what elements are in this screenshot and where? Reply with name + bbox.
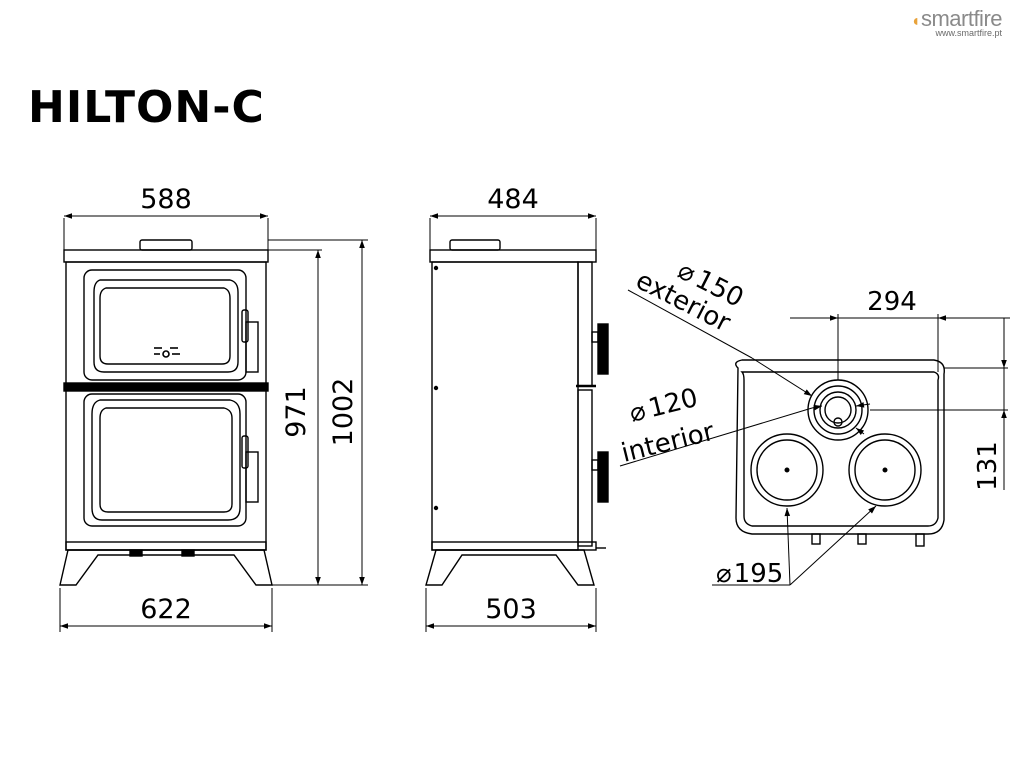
hotplate-left-center (784, 467, 790, 473)
front-divider (63, 382, 269, 392)
front-body-height-label: 971 (281, 386, 312, 438)
hotplate-right-inner (854, 439, 916, 501)
top-handle-right (915, 533, 925, 547)
side-upper-handle (597, 323, 609, 375)
front-body (65, 261, 267, 551)
outlet-offset-x-label: 294 (867, 287, 917, 317)
flame-icon: ◖ (910, 13, 921, 30)
top-plate-inner (740, 371, 940, 527)
top-handle-left (811, 533, 821, 545)
side-base-depth-label: 503 (485, 594, 537, 625)
front-lower-handle-bar (245, 451, 259, 503)
side-top-depth-label: 484 (487, 184, 539, 215)
front-dimensions (59, 213, 368, 632)
top-view (735, 359, 945, 547)
top-handle-mid (857, 533, 867, 545)
side-upper-hinge (591, 331, 599, 343)
front-upper-glass (93, 279, 239, 373)
side-legs (425, 549, 595, 586)
front-legs (59, 549, 273, 586)
flue-bolt (833, 417, 843, 427)
flue-exterior-ring (813, 385, 863, 435)
top-dimensions (619, 289, 1010, 586)
flue-outer-ring (807, 379, 869, 441)
front-upper-handle (241, 309, 249, 343)
air-control-icon (154, 347, 180, 358)
hotplate-left-inner (756, 439, 818, 501)
front-plinth (65, 541, 267, 551)
side-lower-handle (597, 451, 609, 503)
side-upper-door-profile (577, 261, 593, 387)
product-title: HILTON-C (28, 82, 265, 133)
hotplate-diameter-label: ⌀195 (716, 559, 783, 589)
front-base-width-label: 622 (140, 594, 192, 625)
side-lower-door-profile (577, 389, 593, 547)
front-lower-glass-inner (99, 407, 233, 513)
hotplate-right-center (882, 467, 888, 473)
brand-name-text: smartfire (920, 6, 1003, 31)
front-flue-collar (139, 239, 193, 251)
top-plate-outer (735, 359, 945, 535)
side-flue-collar (449, 239, 501, 251)
front-view (59, 239, 273, 586)
front-upper-handle-bar (245, 321, 259, 373)
side-view (425, 239, 609, 586)
front-lower-door (83, 393, 247, 527)
brand-logo: ◖smartfire www.smartfire.pt (910, 6, 1003, 38)
brand-name: ◖smartfire (910, 6, 1003, 32)
side-dimensions (425, 213, 597, 632)
side-plinth (431, 541, 597, 551)
hotplate-left-outer (750, 433, 824, 507)
outlet-offset-y-label: 131 (973, 441, 1003, 491)
brand-url: www.smartfire.pt (935, 28, 1002, 38)
side-lower-hinge (591, 459, 599, 471)
front-total-height-label: 1002 (328, 378, 359, 447)
front-lower-glass (91, 399, 241, 521)
front-top-plate (63, 249, 269, 263)
front-upper-glass-inner (99, 287, 231, 365)
side-top-plate (429, 249, 597, 263)
flue-core (824, 396, 852, 424)
front-top-width-label: 588 (140, 184, 192, 215)
side-body (431, 261, 579, 551)
hotplate-right-outer (848, 433, 922, 507)
